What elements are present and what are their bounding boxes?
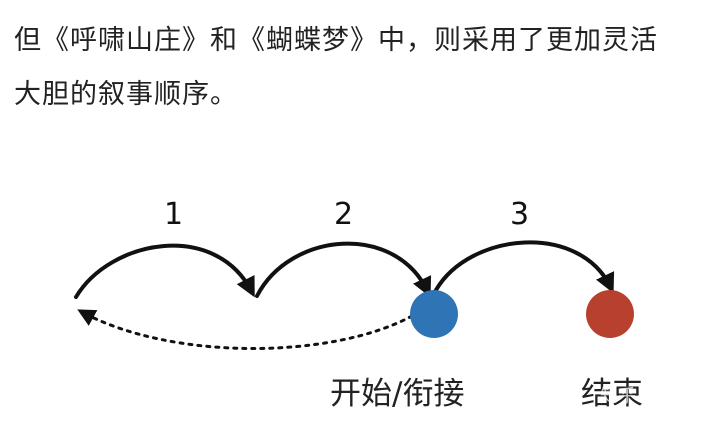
arc-step-3 <box>434 240 615 294</box>
step-label-3: 3 <box>510 197 529 232</box>
step-label-2: 2 <box>334 197 353 232</box>
dotted-return-arrow <box>77 309 414 350</box>
watermark: 知乎 @星海 <box>600 386 696 407</box>
arc-step-1 <box>74 243 255 299</box>
article-text: 但《呼啸山庄》和《蝴蝶梦》中，则采用了更加灵活 大胆的叙事顺序。 <box>14 14 714 122</box>
end-node-label: 结束 <box>581 376 643 412</box>
arc-step-2 <box>255 241 432 298</box>
article-line-2: 大胆的叙事顺序。 <box>14 79 238 110</box>
step-label-1: 1 <box>164 197 183 232</box>
start-node-label: 开始/衔接 <box>330 376 464 412</box>
end-node <box>586 290 634 338</box>
start-node <box>410 290 458 338</box>
article-line-1: 但《呼啸山庄》和《蝴蝶梦》中，则采用了更加灵活 <box>14 25 658 56</box>
